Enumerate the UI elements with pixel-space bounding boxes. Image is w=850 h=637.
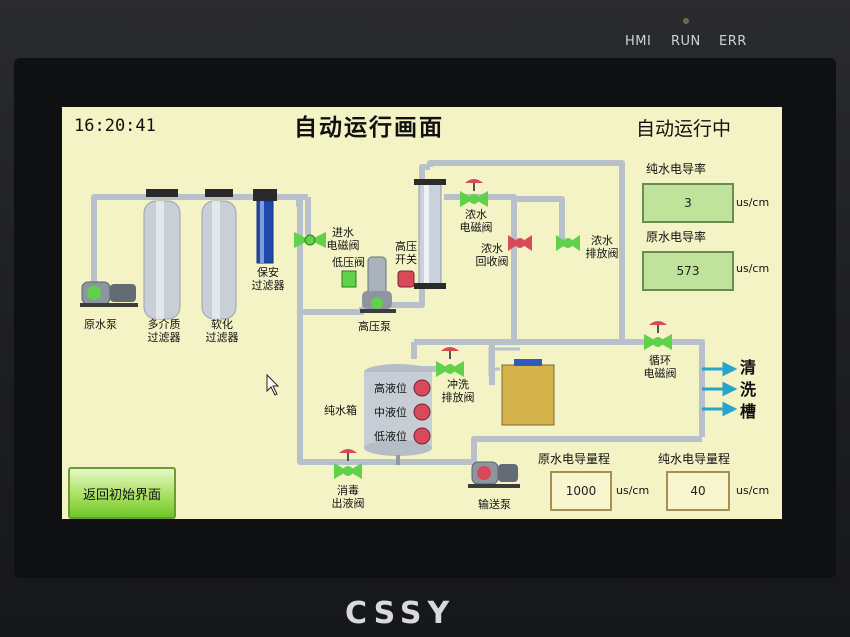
level-mid-label: 中液位 — [374, 406, 407, 419]
clean-tank-label-1: 清 — [740, 358, 757, 377]
concentrate-drain-label: 浓水排放阀 — [585, 234, 619, 260]
multimedia-filter-vessel — [143, 189, 181, 320]
pure-conductivity-unit: us/cm — [736, 196, 770, 209]
multimedia-filter-label: 多介质过滤器 — [147, 318, 181, 344]
pipe-drain — [514, 196, 565, 247]
pipe-raw-header — [91, 194, 308, 282]
raw-range-unit: us/cm — [616, 484, 650, 497]
circulation-solenoid-valve — [644, 321, 672, 350]
pure-tank-label: 纯水箱 — [324, 404, 357, 417]
run-indicator-label: RUN — [671, 34, 701, 49]
level-high-label: 高液位 — [374, 382, 407, 395]
flush-drain-label: 冲洗排放阀 — [441, 378, 475, 404]
err-indicator-label: ERR — [719, 34, 747, 49]
disinfect-outlet-valve — [334, 449, 362, 479]
process-diagram — [80, 160, 738, 488]
inlet-valve-label: 进水电磁阀 — [326, 226, 360, 252]
brand-logo: CSSY — [345, 596, 456, 631]
pipe-top-loop — [427, 160, 625, 342]
clock-display: 16:20:41 — [74, 116, 156, 136]
concentrate-drain-valve — [556, 235, 580, 251]
raw-pump-label: 原水泵 — [84, 318, 117, 331]
security-filter-vessel — [253, 189, 277, 264]
pure-conductivity-value: 3 — [642, 183, 734, 223]
clean-tank-label-3: 槽 — [740, 402, 757, 421]
raw-conductivity-value: 573 — [642, 251, 734, 291]
pipe-bottom — [342, 436, 702, 465]
level-sensors — [413, 379, 431, 445]
concentrate-solenoid-valve — [460, 179, 488, 207]
transfer-pump — [468, 461, 520, 488]
pure-range-input[interactable]: 40 — [666, 471, 730, 511]
softener-label: 软化过滤器 — [205, 318, 239, 344]
low-pressure-valve — [341, 270, 357, 288]
concentrate-return-label: 浓水回收阀 — [475, 242, 509, 268]
hp-switch-label: 高压开关 — [395, 240, 417, 266]
raw-conductivity-unit: us/cm — [736, 262, 770, 275]
softener-vessel — [201, 189, 237, 320]
hmi-indicator-label: HMI — [625, 34, 652, 49]
high-pressure-switch — [397, 270, 415, 288]
flush-drain-valve — [436, 347, 464, 377]
disinfect-valve-label: 消毒出液阀 — [331, 484, 365, 510]
hp-pump-label: 高压泵 — [358, 320, 391, 333]
inlet-solenoid-valve — [294, 232, 326, 248]
run-status: 自动运行中 — [636, 118, 732, 140]
raw-conductivity-label: 原水电导率 — [646, 230, 707, 244]
pure-range-label: 纯水电导量程 — [658, 452, 731, 466]
raw-range-label: 原水电导量程 — [538, 452, 611, 466]
raw-water-pump — [80, 281, 138, 307]
pipe-main-down — [297, 197, 342, 465]
hmi-screen: 16:20:41 自动运行画面 自动运行中 原水泵 多介质过滤器 软化过滤器 保… — [62, 107, 782, 519]
pipe-network — [91, 160, 705, 465]
pipe-to-lp — [300, 307, 365, 315]
back-to-home-button[interactable]: 返回初始界面 — [68, 467, 176, 519]
concentrate-valve-label: 浓水电磁阀 — [459, 208, 493, 234]
low-pressure-label: 低压阀 — [332, 256, 365, 269]
level-low-label: 低液位 — [374, 430, 407, 443]
pure-range-unit: us/cm — [736, 484, 770, 497]
mouse-cursor — [266, 373, 280, 396]
transfer-pump-label: 输送泵 — [478, 498, 511, 511]
power-led — [683, 18, 689, 24]
high-pressure-pump — [360, 256, 396, 313]
pure-conductivity-label: 纯水电导率 — [646, 162, 707, 176]
outlet-arrows — [702, 361, 738, 417]
clean-tank-label-2: 洗 — [740, 380, 757, 399]
concentrate-return-valve — [508, 235, 532, 251]
page-title: 自动运行画面 — [294, 114, 444, 141]
ro-membrane — [414, 179, 446, 289]
security-filter-label: 保安过滤器 — [251, 266, 285, 292]
chemical-tank — [501, 359, 555, 426]
circulation-valve-label: 循环电磁阀 — [643, 354, 677, 380]
raw-range-input[interactable]: 1000 — [550, 471, 612, 511]
